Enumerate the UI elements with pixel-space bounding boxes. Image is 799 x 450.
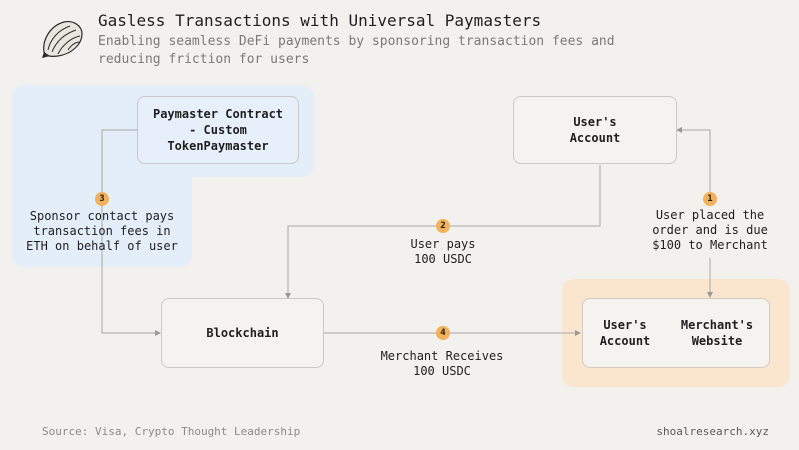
merchant-exchange-node: User's Account Merchant's Website [582, 298, 770, 368]
brand-link[interactable]: shoalresearch.xyz [656, 425, 769, 438]
step-4-badge: 4 [436, 326, 450, 340]
page-title: Gasless Transactions with Universal Paym… [98, 11, 542, 30]
page-subtitle: Enabling seamless DeFi payments by spons… [98, 34, 615, 67]
step-2-badge: 2 [436, 219, 450, 233]
blockchain-label: Blockchain [206, 326, 279, 340]
inner-user-account-label: User's Account [599, 318, 651, 348]
paymaster-node: Paymaster Contract - Custom TokenPaymast… [137, 96, 299, 164]
user-account-label: User's Account [569, 115, 621, 145]
paymaster-label: Paymaster Contract - Custom TokenPaymast… [152, 107, 284, 153]
step-1-badge: 1 [703, 192, 717, 206]
blockchain-node: Blockchain [161, 298, 324, 368]
merchant-website-label: Merchant's Website [680, 318, 754, 348]
step-2-label: User pays 100 USDC [410, 237, 476, 266]
step-3-badge: 3 [95, 192, 109, 206]
user-account-node: User's Account [513, 96, 677, 164]
step-1-label: User placed the order and is due $100 to… [652, 208, 768, 252]
step-4-label: Merchant Receives 100 USDC [380, 349, 504, 378]
seashell-logo-icon [38, 14, 88, 64]
step-3-label: Sponsor contact pays transaction fees in… [26, 209, 178, 253]
source-note: Source: Visa, Crypto Thought Leadership [42, 425, 301, 438]
